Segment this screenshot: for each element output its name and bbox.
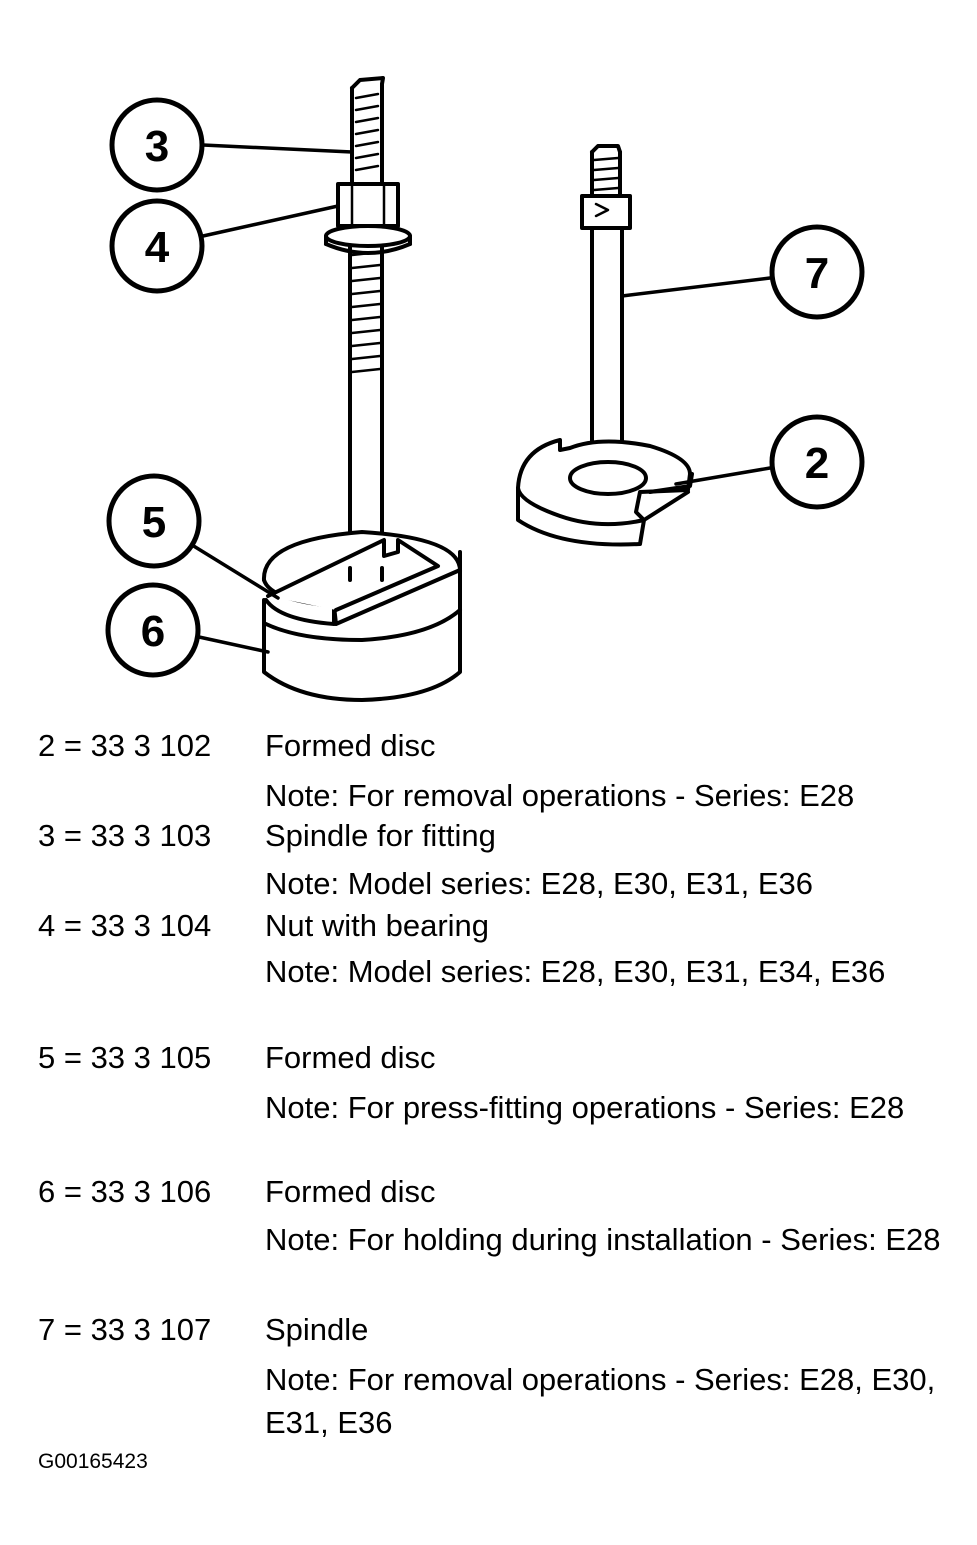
- callout-2-label: 2: [805, 439, 829, 488]
- leader-6: [197, 635, 270, 654]
- leader-lines: [190, 143, 772, 654]
- callout-4-label: 4: [145, 223, 170, 272]
- part-note: Note: For removal operations - Series: E…: [265, 1362, 936, 1440]
- formed-disc-press: [261, 530, 463, 626]
- part-note: Note: For removal operations - Series: E…: [265, 778, 855, 813]
- nut-with-bearing: [324, 182, 412, 255]
- spindle: [580, 144, 632, 488]
- callouts: 3 4 5 6 7 2: [105, 97, 865, 678]
- part-name: Formed disc: [265, 1040, 436, 1075]
- callout-7-label: 7: [805, 249, 829, 298]
- part-note: Note: Model series: E28, E30, E31, E34, …: [265, 954, 886, 989]
- callout-7: 7: [769, 224, 865, 320]
- leader-7: [620, 276, 772, 298]
- part-code: 2 = 33 3 102: [38, 728, 212, 763]
- leader-2: [674, 466, 772, 486]
- callout-3-label: 3: [145, 122, 169, 171]
- part-code: 6 = 33 3 106: [38, 1174, 212, 1209]
- callout-3: 3: [109, 97, 205, 193]
- part-code: 3 = 33 3 103: [38, 818, 212, 853]
- part-name: Formed disc: [265, 1174, 436, 1209]
- part-note: Note: For press-fitting operations - Ser…: [265, 1090, 905, 1125]
- callout-6: 6: [105, 582, 201, 678]
- part-code: 5 = 33 3 105: [38, 1040, 212, 1075]
- part-code: 7 = 33 3 107: [38, 1312, 212, 1347]
- callout-5: 5: [106, 473, 202, 569]
- part-note: Note: Model series: E28, E30, E31, E36: [265, 866, 813, 901]
- callout-2: 2: [769, 414, 865, 510]
- leader-4: [201, 204, 340, 238]
- leader-3: [201, 143, 354, 154]
- formed-disc-removal: [516, 438, 694, 547]
- part-name: Formed disc: [265, 728, 436, 763]
- part-code: 4 = 33 3 104: [38, 908, 212, 943]
- callout-6-label: 6: [141, 607, 165, 656]
- leader-5: [190, 543, 280, 600]
- part-name: Nut with bearing: [265, 908, 490, 943]
- tool-illustration: 3 4 5 6 7 2: [105, 76, 865, 702]
- part-name: Spindle: [265, 1312, 369, 1347]
- callout-5-label: 5: [142, 498, 166, 547]
- figure-id: G00165423: [38, 1450, 148, 1473]
- part-name: Spindle for fitting: [265, 818, 496, 853]
- part-note: Note: For holding during installation - …: [265, 1222, 941, 1257]
- formed-disc-holding: [262, 570, 462, 702]
- callout-4: 4: [109, 198, 205, 294]
- spindle-for-fitting: [348, 76, 385, 582]
